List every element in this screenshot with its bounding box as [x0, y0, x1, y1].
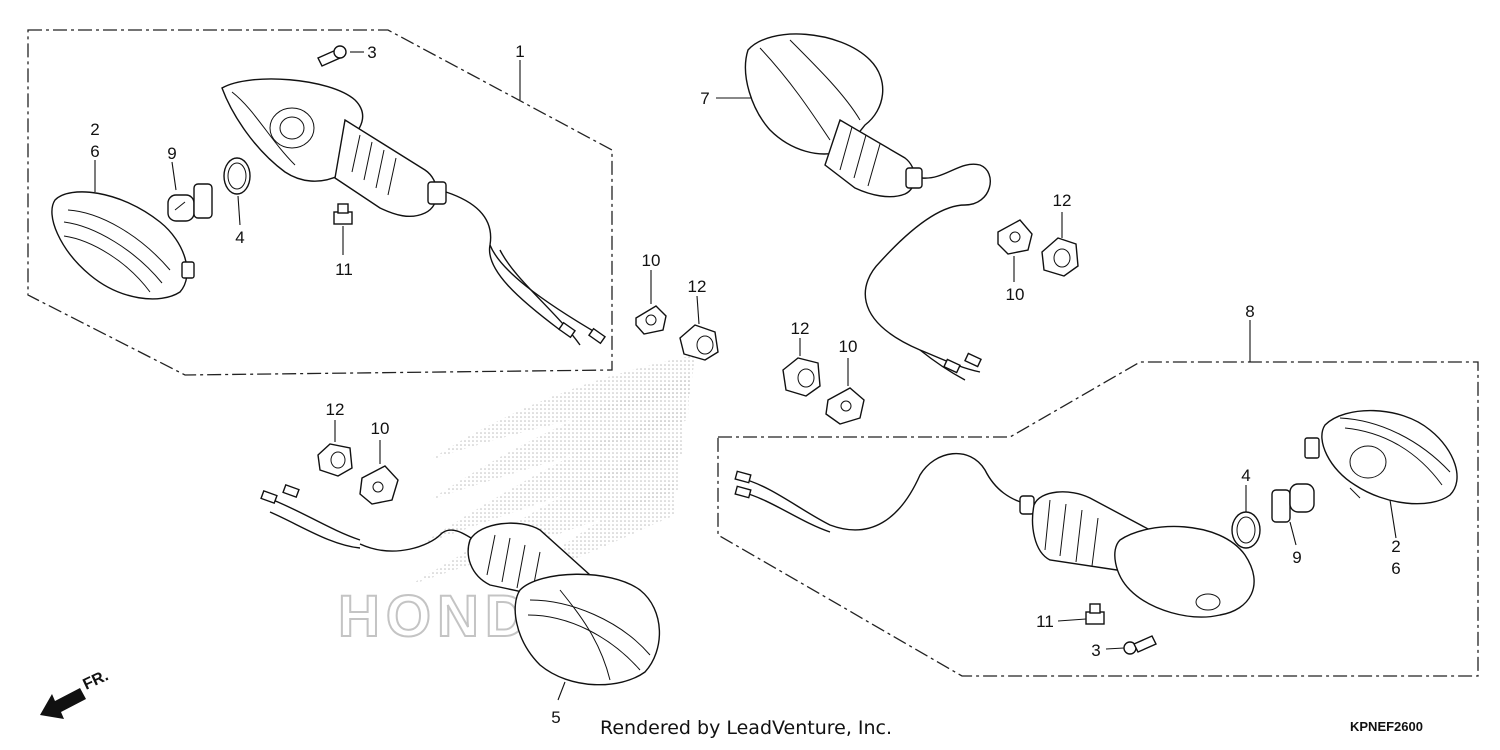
callout-12: 12 [688, 277, 707, 296]
turn-signal-assembly-front-left [221, 78, 607, 346]
turn-signal-assembly-8 [734, 453, 1255, 618]
callout-6: 6 [90, 142, 99, 161]
callout-12: 12 [791, 319, 810, 338]
rendered-by-credit: Rendered by LeadVenture, Inc. [600, 717, 892, 739]
diagram-code: KPNEF2600 [1350, 719, 1423, 734]
screw-3-top [317, 45, 347, 67]
nut-12-upper-right [1041, 237, 1079, 277]
callout-4: 4 [235, 228, 244, 247]
washer-10-lower-left [359, 465, 399, 505]
callout-5: 5 [551, 708, 560, 727]
callout-8: 8 [1245, 302, 1254, 321]
callout-3: 3 [1091, 641, 1100, 660]
callout-4: 4 [1241, 466, 1250, 485]
washer-10-center [825, 387, 865, 425]
bulb-9-left [167, 183, 213, 222]
nut-12-center [782, 357, 821, 397]
callout-2: 2 [90, 120, 99, 139]
callout-1: 1 [515, 42, 524, 61]
assembly-1-outline [27, 29, 613, 376]
callout-10: 10 [839, 337, 858, 356]
callout-12: 12 [1053, 191, 1072, 210]
callout-3: 3 [367, 43, 376, 62]
callout-9: 9 [1292, 548, 1301, 567]
nut-12-lower-left [317, 443, 353, 477]
callout-6: 6 [1391, 559, 1400, 578]
callout-11: 11 [1036, 612, 1054, 631]
turn-signal-assembly-5 [260, 483, 661, 686]
nut-12-mid [679, 324, 719, 361]
lens-2-6-left [51, 191, 195, 300]
turn-signal-assembly-7 [744, 33, 991, 381]
front-direction-label: FR. [81, 667, 112, 693]
front-direction-arrow: FR. [40, 667, 111, 719]
callout-9: 9 [167, 144, 176, 163]
callout-12: 12 [326, 400, 345, 419]
callout-10: 10 [1006, 285, 1025, 304]
callout-11: 11 [335, 260, 353, 279]
callout-7: 7 [700, 89, 709, 108]
bulb-9-right [1271, 483, 1315, 523]
washer-10-mid [635, 305, 667, 335]
nut-11-left [333, 203, 353, 225]
callout-10: 10 [371, 419, 390, 438]
lens-2-6-right [1304, 409, 1458, 505]
callout-2: 2 [1391, 537, 1400, 556]
nut-11-right [1085, 603, 1105, 625]
callout-10: 10 [642, 251, 661, 270]
screw-3-bottom [1123, 635, 1157, 655]
leader-lines [94, 51, 1397, 701]
assembly-8-outline [717, 361, 1479, 677]
washer-10-upper-right [997, 219, 1033, 255]
